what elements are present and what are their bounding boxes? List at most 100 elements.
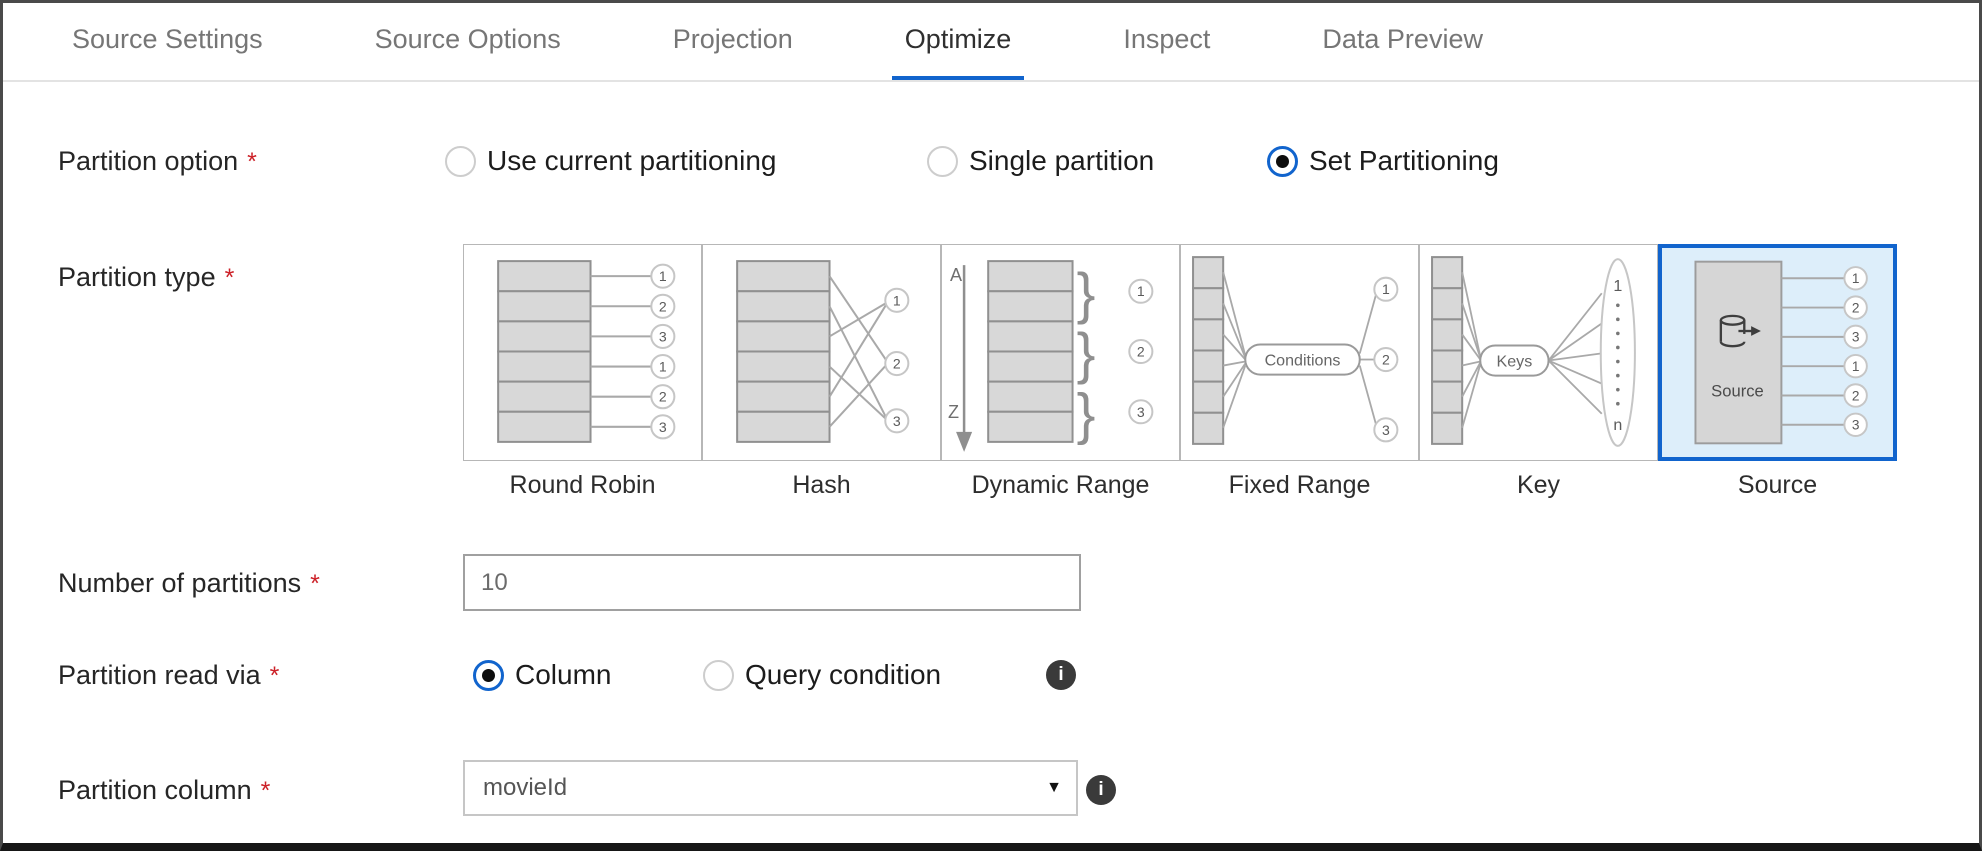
- svg-text:2: 2: [659, 389, 667, 405]
- svg-text:Z: Z: [948, 402, 959, 422]
- tile-key[interactable]: Keys 1 n Key: [1418, 244, 1658, 500]
- svg-text:A: A: [950, 265, 963, 285]
- tile-dynamic-range[interactable]: A Z }}} 1 2 3: [940, 244, 1180, 500]
- radio-circle-selected: [473, 659, 504, 691]
- sort-arrowhead: [955, 431, 972, 452]
- svg-text:3: 3: [659, 419, 667, 435]
- source-box: [1693, 260, 1782, 445]
- svg-text:2: 2: [1136, 344, 1144, 360]
- dropdown-value: movieId: [483, 774, 568, 801]
- radio-label: Column: [515, 659, 612, 690]
- svg-text:3: 3: [1851, 418, 1859, 433]
- one-to-n-ellipse: [1599, 258, 1636, 447]
- partition-column-dropdown[interactable]: movieId ▼: [463, 760, 1078, 816]
- partition-option-label: Partition option *: [58, 143, 257, 179]
- svg-text:Keys: Keys: [1496, 353, 1532, 371]
- source-diagram: Source 1 2 3 1 2 3: [1693, 260, 1868, 445]
- radio-query-condition[interactable]: Query condition: [703, 657, 941, 693]
- tab-source-settings[interactable]: Source Settings: [72, 24, 263, 54]
- tab-projection[interactable]: Projection: [672, 24, 793, 54]
- svg-text:3: 3: [659, 328, 667, 344]
- svg-text:1: 1: [1136, 283, 1144, 299]
- svg-text:Conditions: Conditions: [1264, 352, 1340, 370]
- svg-text:3: 3: [1136, 404, 1144, 420]
- svg-text:3: 3: [892, 413, 900, 429]
- tab-optimize[interactable]: Optimize: [891, 3, 1025, 80]
- tile-label: Fixed Range: [1228, 471, 1371, 499]
- label-text: Number of partitions: [58, 568, 302, 598]
- key-diagram: Keys 1 n: [1430, 256, 1636, 447]
- radio-single-partition[interactable]: Single partition: [927, 143, 1154, 179]
- label-text: Partition type: [58, 262, 216, 292]
- tile-hash[interactable]: 1 2 3 Hash: [701, 244, 941, 500]
- svg-text:2: 2: [1851, 388, 1859, 403]
- svg-text:1: 1: [892, 292, 900, 308]
- svg-text:3: 3: [1851, 330, 1859, 345]
- number-of-partitions-label: Number of partitions *: [58, 565, 320, 601]
- tile-label: Dynamic Range: [971, 471, 1150, 499]
- svg-text:}: }: [1076, 261, 1095, 324]
- svg-text:n: n: [1613, 416, 1622, 434]
- tab-inspect[interactable]: Inspect: [1123, 24, 1211, 54]
- fixed-range-diagram: Conditions 1 2 3: [1191, 256, 1398, 445]
- tile-fixed-range[interactable]: Conditions 1 2 3 Fixed Range: [1179, 244, 1419, 500]
- chevron-down-icon: ▼: [1046, 779, 1062, 796]
- required-asterisk: *: [310, 570, 320, 598]
- svg-text:1: 1: [1613, 277, 1622, 295]
- database-export-icon: [1719, 314, 1753, 348]
- svg-text:}: }: [1076, 322, 1095, 385]
- radio-set-partitioning[interactable]: Set Partitioning: [1267, 143, 1499, 179]
- conditions-pill: [1243, 343, 1361, 376]
- required-asterisk: *: [224, 264, 235, 292]
- label-text: Partition read via: [58, 660, 261, 690]
- svg-text:2: 2: [892, 356, 900, 372]
- tile-source-selected[interactable]: Source 1 2 3 1 2 3: [1657, 244, 1897, 500]
- round-robin-diagram: 1 2 3 1 2 3: [497, 260, 676, 443]
- tile-label: Key: [1516, 471, 1561, 499]
- tile-label: Source: [1737, 471, 1818, 499]
- svg-text:1: 1: [1851, 271, 1859, 286]
- tab-source-options[interactable]: Source Options: [374, 24, 561, 54]
- svg-text:2: 2: [1381, 352, 1389, 368]
- required-asterisk: *: [260, 777, 271, 805]
- keys-pill: [1478, 344, 1550, 377]
- tile-round-robin[interactable]: 1 2 3 1 2 3 Round Robin: [463, 244, 702, 500]
- required-asterisk: *: [247, 148, 257, 176]
- radio-label: Set Partitioning: [1309, 145, 1499, 176]
- label-text: Partition option: [58, 146, 239, 176]
- number-of-partitions-input[interactable]: [463, 554, 1081, 611]
- radio-circle-selected: [1267, 145, 1298, 177]
- radio-use-current-partitioning[interactable]: Use current partitioning: [445, 143, 776, 179]
- radio-column[interactable]: Column: [473, 657, 611, 693]
- svg-text:1: 1: [1381, 281, 1389, 297]
- partition-read-via-info-icon[interactable]: i: [1046, 660, 1076, 690]
- radio-circle: [703, 659, 734, 691]
- svg-text:2: 2: [659, 298, 667, 314]
- partition-column-info-icon[interactable]: i: [1086, 775, 1116, 805]
- radio-label: Query condition: [745, 659, 942, 690]
- svg-text:3: 3: [1381, 422, 1389, 438]
- svg-text:}: }: [1076, 382, 1095, 445]
- label-text: Partition column: [58, 775, 252, 805]
- radio-circle: [445, 145, 476, 177]
- svg-text:1: 1: [659, 268, 667, 284]
- tab-bar: Source Settings Source Options Projectio…: [3, 3, 1979, 82]
- partition-column-label: Partition column *: [58, 772, 270, 808]
- partition-type-label: Partition type *: [58, 259, 234, 295]
- partition-type-tile-group: 1 2 3 1 2 3 Round Robin: [463, 244, 1897, 500]
- radio-circle: [927, 145, 958, 177]
- svg-text:1: 1: [659, 359, 667, 375]
- svg-text:2: 2: [1851, 300, 1859, 315]
- radio-label: Use current partitioning: [487, 145, 777, 176]
- partition-read-via-label: Partition read via *: [58, 657, 279, 693]
- tile-label: Round Robin: [509, 471, 656, 499]
- tile-label: Hash: [792, 471, 851, 499]
- radio-label: Single partition: [969, 145, 1155, 176]
- dynamic-range-diagram: A Z }}} 1 2 3: [948, 260, 1153, 452]
- tab-data-preview[interactable]: Data Preview: [1322, 24, 1483, 54]
- hash-diagram: 1 2 3: [735, 260, 909, 443]
- required-asterisk: *: [269, 662, 280, 690]
- database-export-arrowhead: [1750, 326, 1761, 336]
- svg-text:1: 1: [1851, 359, 1859, 374]
